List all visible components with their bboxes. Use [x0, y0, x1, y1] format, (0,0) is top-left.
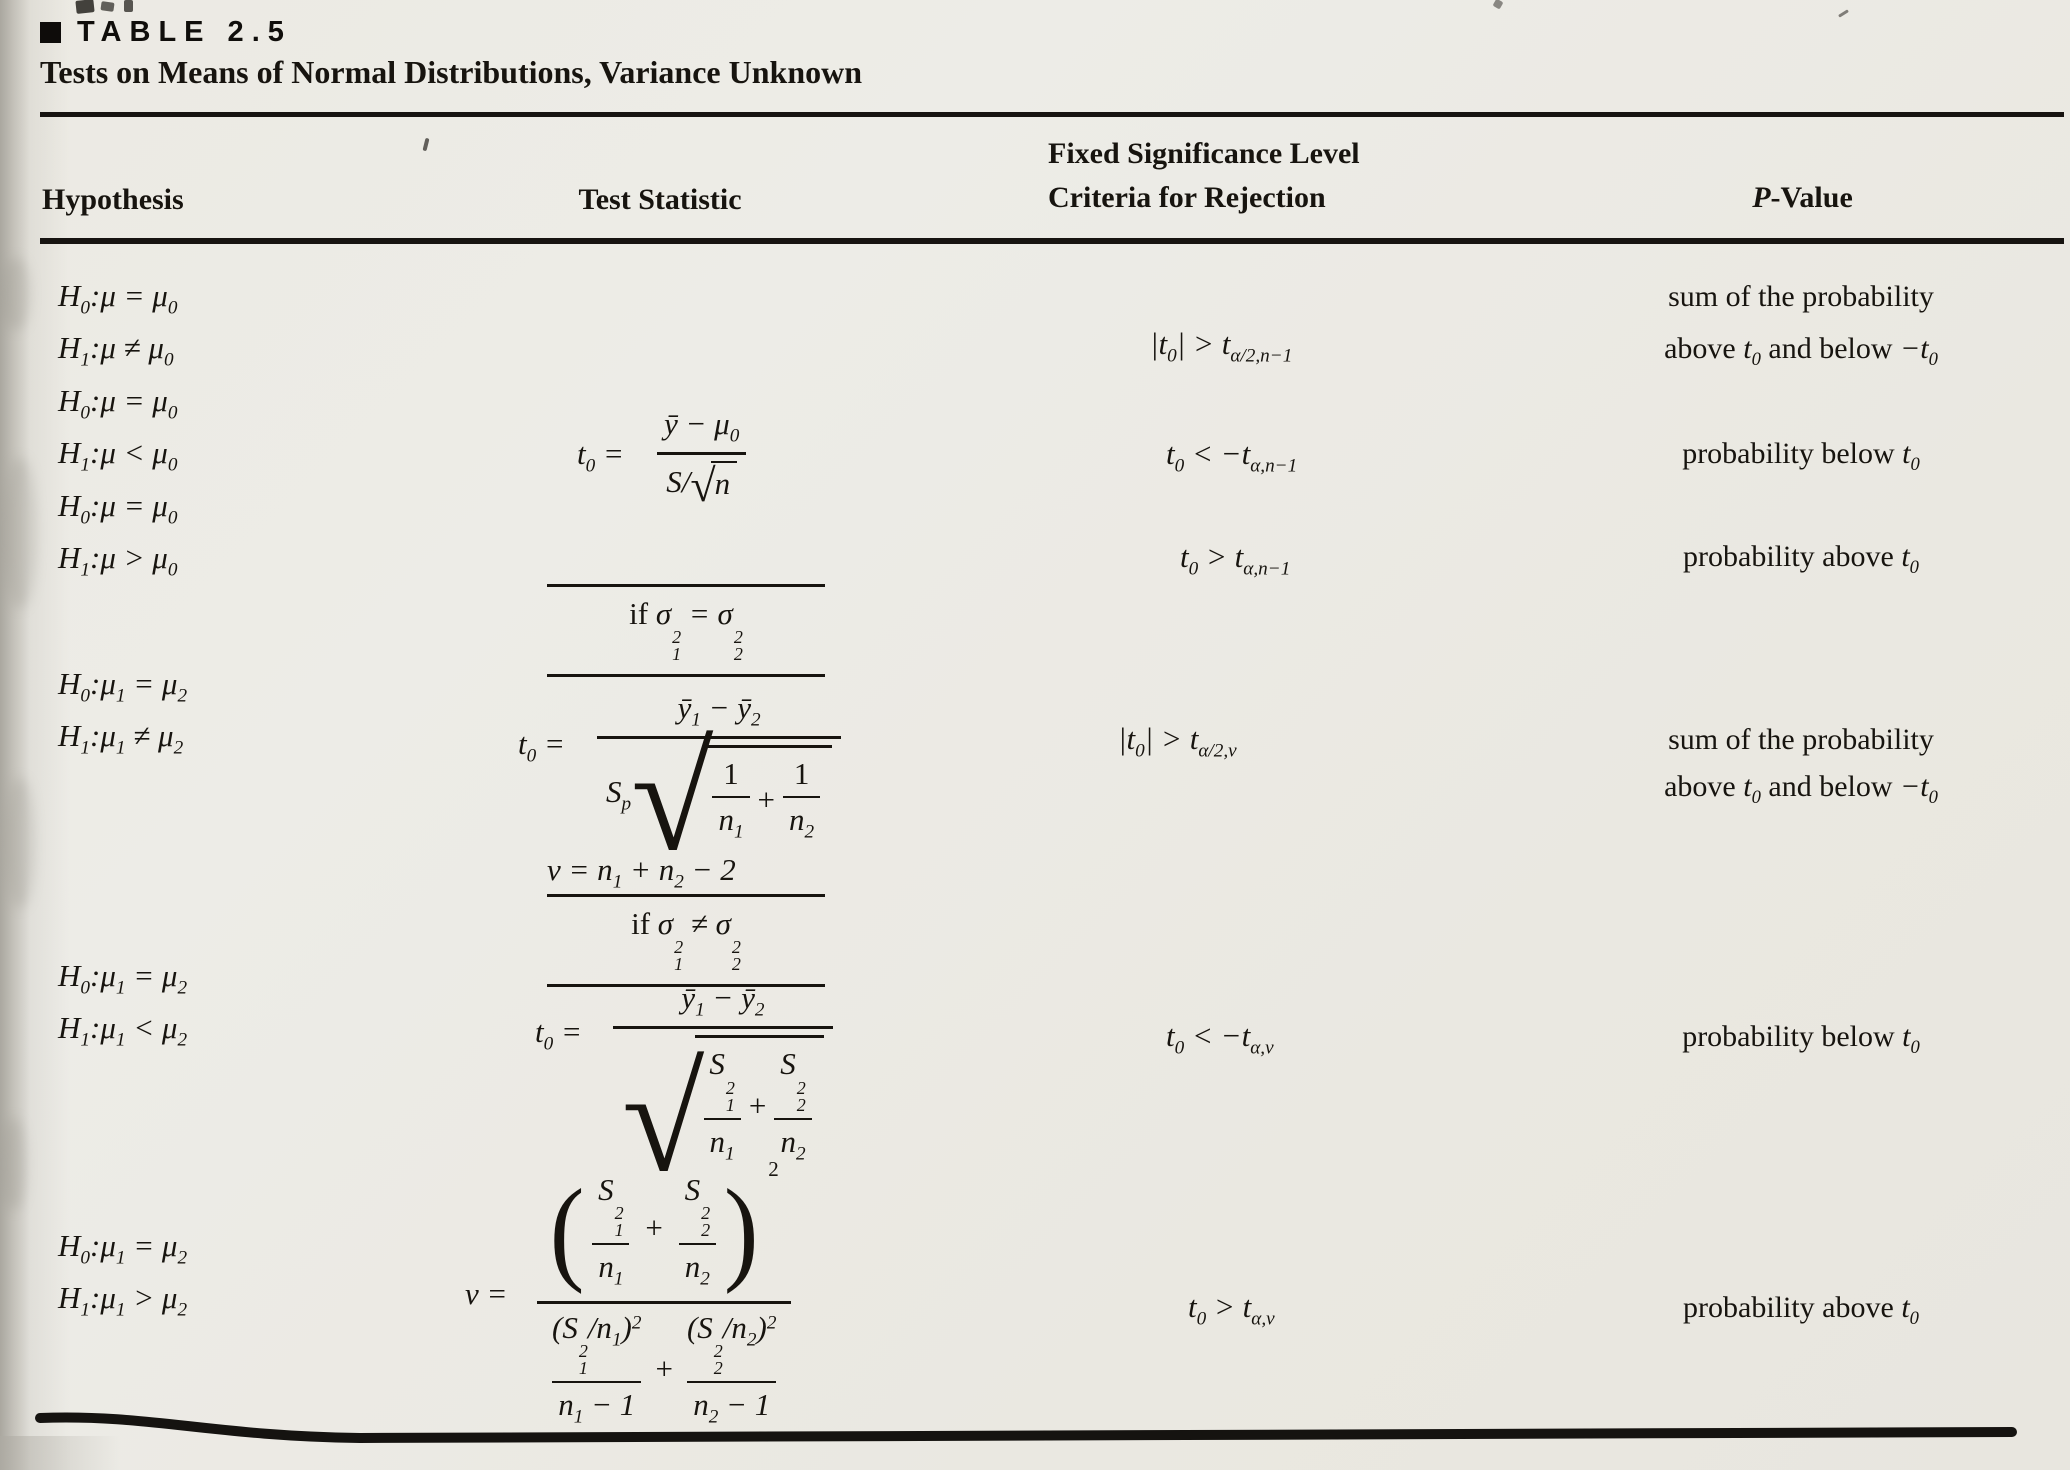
p-value-welch-upper: probability above t0	[1683, 1291, 1919, 1330]
rejection-criteria-welch-lower: t0 < −tα,v	[1166, 1018, 1274, 1059]
p-value-pooled-line2: above t0 and below −t0	[1664, 770, 1938, 809]
scan-cutoff-mark	[124, 0, 133, 12]
bleedthrough-smudge	[2, 1118, 26, 1210]
table-number: TABLE 2.5	[77, 16, 292, 48]
rejection-criteria-pooled-two-sided: |t0| > tα/2,v	[1118, 721, 1237, 762]
scan-edge-shadow-soft	[0, 0, 70, 1470]
bleedthrough-smudge	[4, 458, 36, 608]
column-header-criteria-line2: Criteria for Rejection	[1048, 181, 1326, 214]
square-root: √ 1 n1 + 1 n2	[631, 715, 833, 882]
column-header-criteria-line1: Fixed Significance Level	[1048, 137, 1360, 170]
rejection-criteria-upper: t0 > tα,n−1	[1180, 539, 1291, 580]
hypothesis-h1-lower: H1:μ < μ0	[58, 435, 178, 476]
table-title: Tests on Means of Normal Distributions, …	[40, 54, 863, 90]
squared-exponent: 2	[768, 1156, 779, 1181]
radical-sign: √	[631, 715, 714, 882]
square-root: √ n	[690, 460, 738, 512]
hypothesis-h0-welch-upper: H0:μ1 = μ2	[58, 1228, 188, 1269]
header-rule-bottom	[40, 238, 2064, 244]
bleedthrough-smudge	[6, 778, 34, 908]
radical-sign: √	[690, 460, 716, 512]
stray-tick-mark	[422, 137, 430, 152]
radical-sign: √	[622, 1036, 705, 1203]
bottom-rule	[35, 1412, 2017, 1444]
scan-cutoff-mark	[75, 0, 95, 14]
hypothesis-h1-welch-upper: H1:μ1 > μ2	[58, 1280, 188, 1321]
fraction: 1 n1	[712, 756, 750, 843]
left-parenthesis: (	[549, 1165, 585, 1295]
hypothesis-h0-welch-lower: H0:μ1 = μ2	[58, 958, 188, 999]
hypothesis-h0-two-sample: H0:μ1 = μ2	[58, 666, 188, 707]
hypothesis-h1-upper: H1:μ > μ0	[58, 540, 178, 581]
square-bullet-icon	[40, 22, 61, 43]
fraction: ȳ1 − ȳ2 Sp √ 1 n1 + 1 n2	[597, 690, 842, 882]
rejection-criteria-welch-upper: t0 > tα,v	[1188, 1289, 1275, 1330]
test-statistic-pooled-t: t0 = ȳ1 − ȳ2 Sp √ 1 n1 + 1 n2	[518, 690, 842, 882]
rejection-criteria-two-sided: |t0| > tα/2,n−1	[1150, 326, 1293, 367]
p-value-upper: probability above t0	[1683, 540, 1919, 579]
scan-edge-shadow	[0, 0, 30, 1470]
degrees-of-freedom-pooled: v = n1 + n2 − 2	[547, 852, 736, 893]
column-header-p-value: P-Value	[1752, 181, 1853, 214]
column-header-test-statistic: Test Statistic	[578, 183, 742, 216]
right-parenthesis: )	[723, 1165, 759, 1295]
hypothesis-h0-row1: H0:μ = μ0	[58, 278, 178, 319]
hypothesis-h1-two-sample-two-sided: H1:μ1 ≠ μ2	[58, 718, 184, 759]
test-statistic-one-sample-t: t0 = ȳ − μ0 S/ √ n	[577, 406, 748, 512]
scan-corner-shadow	[0, 1436, 120, 1470]
p-value-pooled-line1: sum of the probability	[1668, 723, 1934, 756]
rejection-criteria-lower: t0 < −tα,n−1	[1166, 436, 1298, 477]
bleedthrough-smudge	[2, 258, 30, 330]
p-value-two-sided-line1: sum of the probability	[1668, 280, 1934, 313]
scan-cutoff-mark	[1492, 0, 1504, 10]
hypothesis-h1-welch-lower: H1:μ1 < μ2	[58, 1010, 188, 1051]
scan-cutoff-mark	[100, 1, 115, 12]
fraction: 1 n2	[783, 756, 821, 843]
hypothesis-h0-row3: H0:μ = μ0	[58, 488, 178, 529]
hypothesis-h1-two-sided: H1:μ ≠ μ0	[58, 330, 174, 371]
fraction: ȳ − μ0 S/ √ n	[655, 406, 748, 512]
table-label: TABLE 2.5	[40, 16, 292, 49]
header-rule-top	[40, 112, 2064, 117]
p-value-two-sided-line2: above t0 and below −t0	[1664, 332, 1938, 371]
stray-tick-mark	[1838, 9, 1849, 18]
column-header-hypothesis: Hypothesis	[42, 183, 184, 216]
p-value-welch-lower: probability below t0	[1682, 1020, 1920, 1059]
p-value-lower: probability below t0	[1682, 437, 1920, 476]
hypothesis-h0-row2: H0:μ = μ0	[58, 383, 178, 424]
